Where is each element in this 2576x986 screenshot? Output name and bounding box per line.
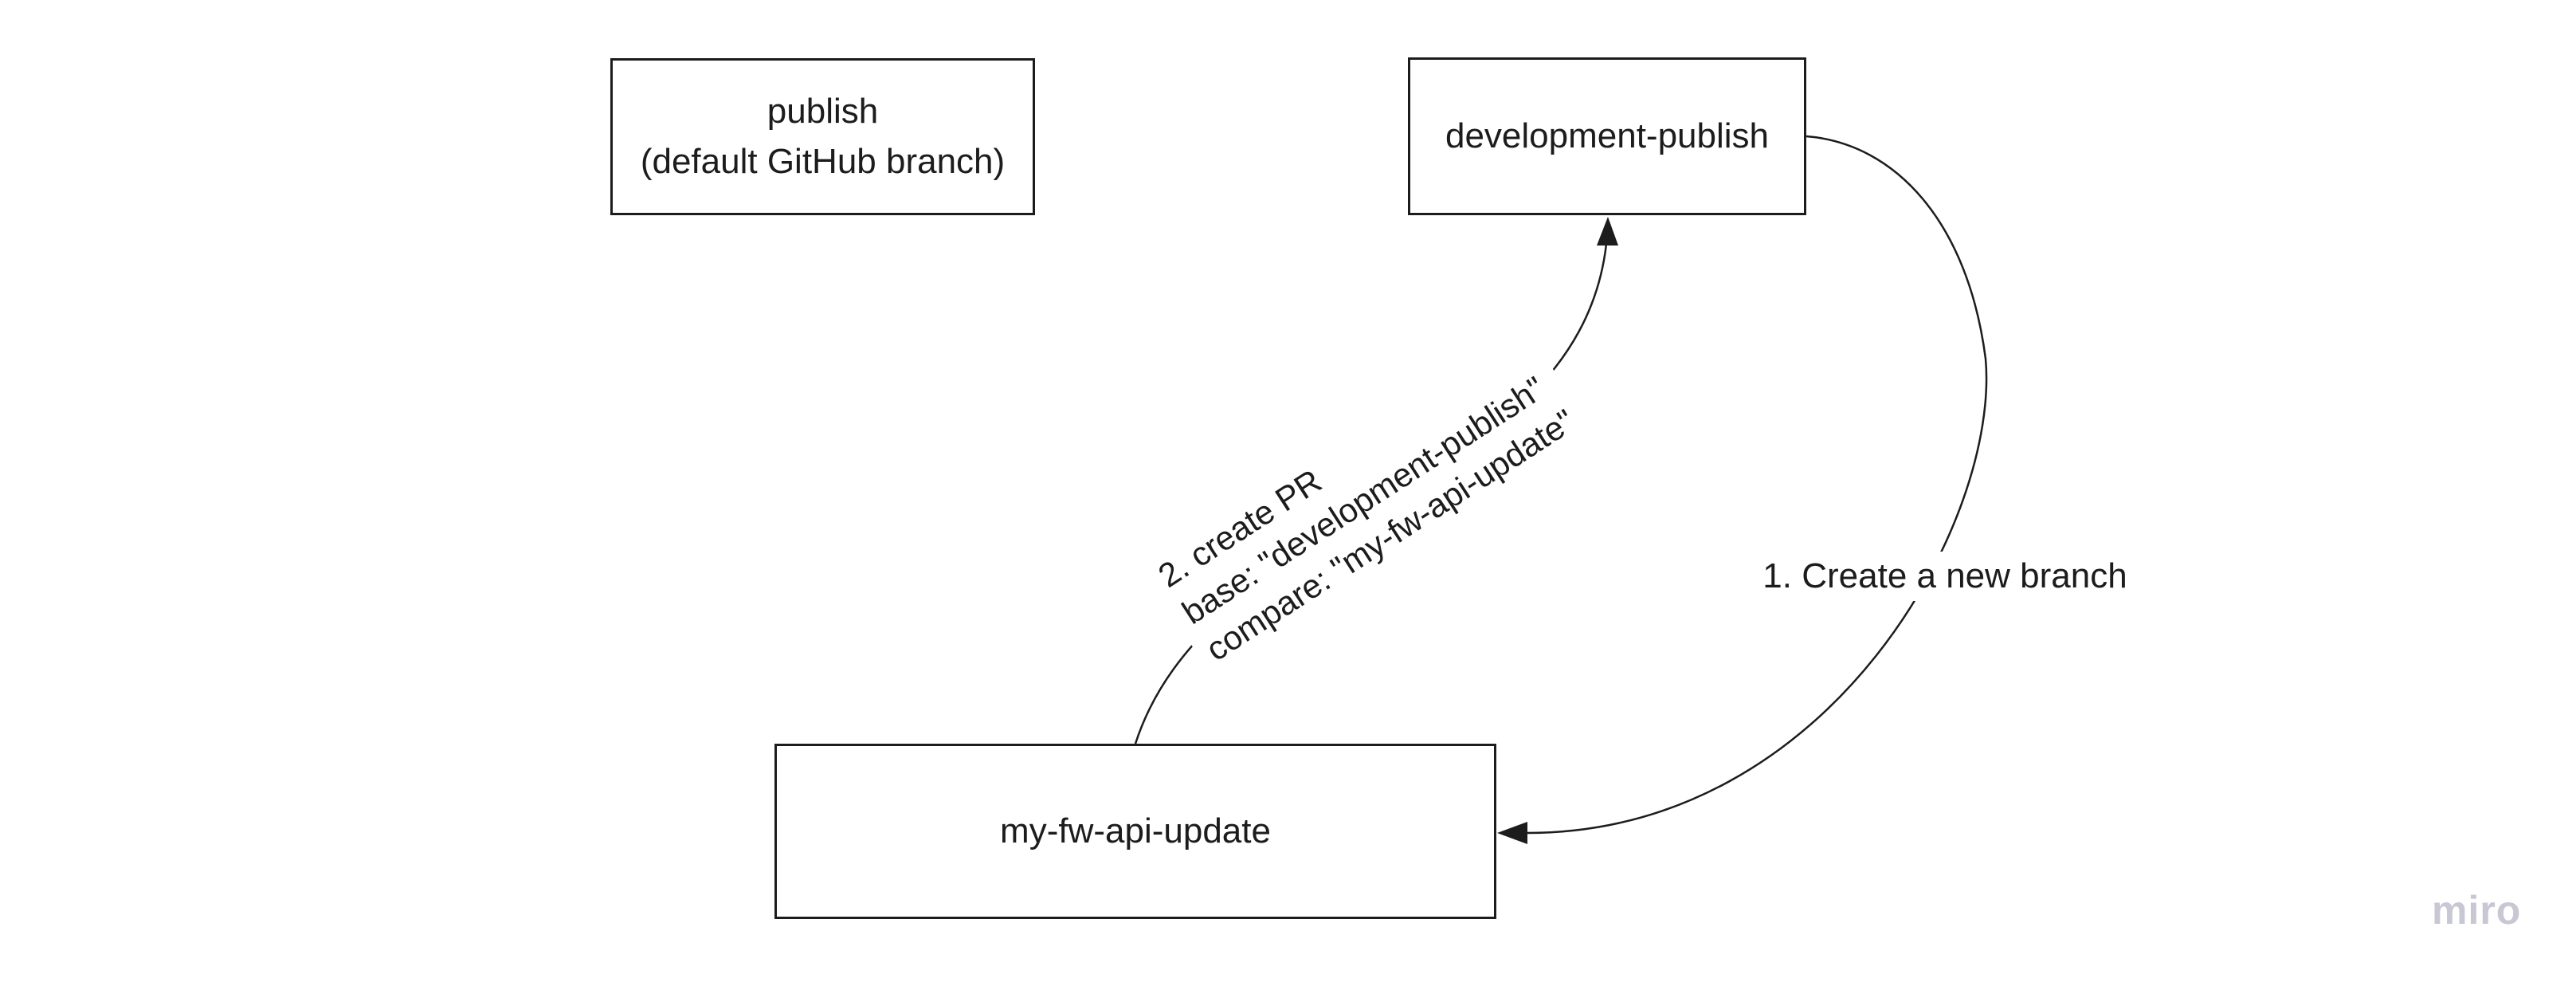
shape-development-publish-branch[interactable]: development-publish [1408,57,1806,215]
publish-label-line2: (default GitHub branch) [640,141,1006,181]
connector-create-branch[interactable] [1497,135,1988,844]
my-fw-api-update-label: my-fw-api-update [1000,811,1271,850]
development-publish-label: development-publish [1445,116,1770,155]
arrowhead-up-icon [1597,217,1618,246]
arrowhead-left-icon [1497,822,1527,844]
connector-create-branch-line[interactable] [1526,135,1988,835]
shape-my-fw-api-update-branch[interactable]: my-fw-api-update [774,744,1496,919]
publish-label-line1: publish [767,92,879,132]
connector-label-create-branch[interactable]: 1. Create a new branch [1753,552,2137,601]
shape-publish-branch[interactable]: publish (default GitHub branch) [610,58,1035,215]
miro-watermark: miro [2432,888,2522,933]
